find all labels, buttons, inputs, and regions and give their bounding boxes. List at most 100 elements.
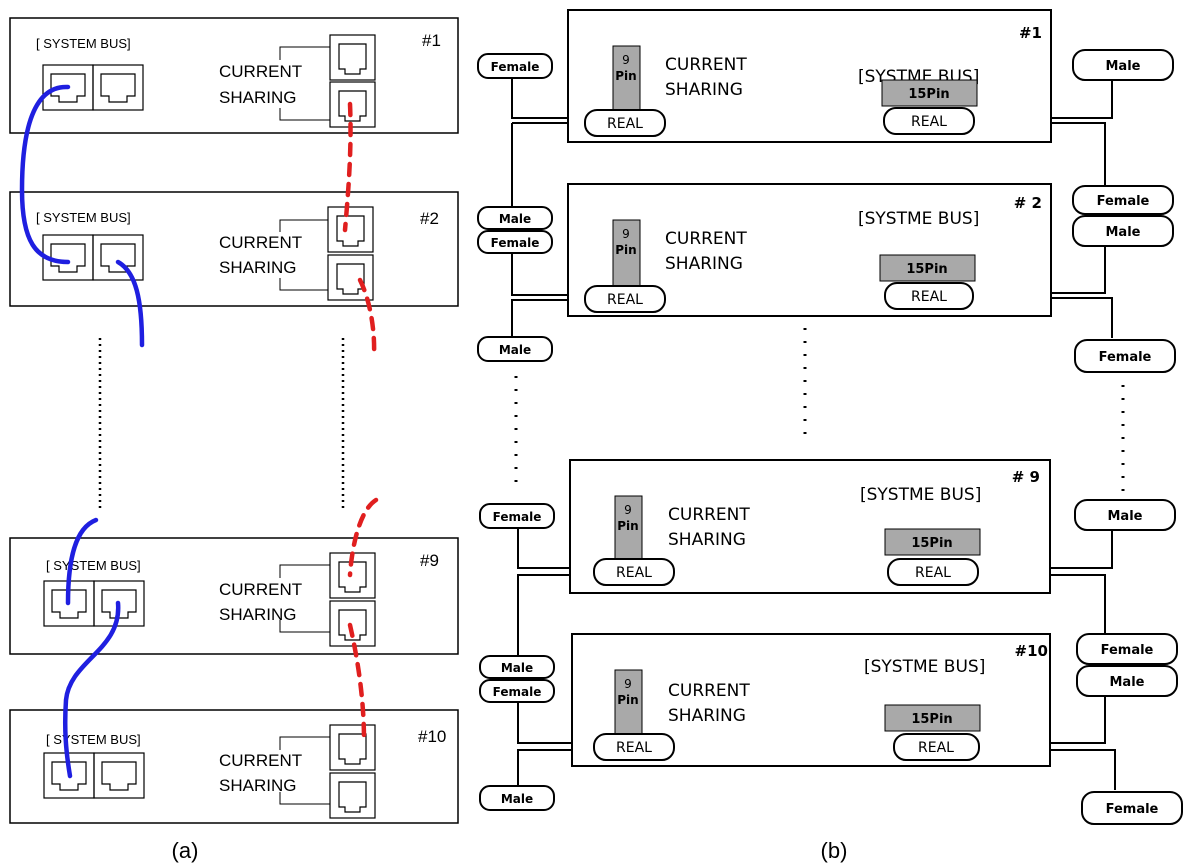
pin9-top: 9 [622, 227, 630, 241]
pin15-label: 15Pin [908, 87, 949, 102]
panel-b: 9 Pin CURRENT SHARING [SYSTME BUS] #1 15… [477, 9, 1183, 863]
connector-female [477, 230, 553, 254]
real-port-left [593, 733, 675, 761]
sharing-label: SHARING [219, 605, 296, 624]
real-label: REAL [616, 565, 652, 581]
connector-label: Female [1106, 802, 1159, 817]
left-connectors: Female Male Female Male Female Male Fema… [477, 53, 555, 811]
leader-line [279, 620, 330, 633]
connector-female [1074, 339, 1176, 373]
pin15-block [881, 79, 978, 107]
real-label: REAL [607, 292, 643, 308]
unit-number: # 2 [1014, 194, 1042, 212]
real-port-left [584, 109, 666, 137]
connector-label: Female [491, 60, 540, 74]
pin15-block [884, 704, 981, 732]
connector-label: Male [1108, 509, 1143, 524]
current-sharing-cable [347, 622, 367, 743]
system-bus-label: [ SYSTEM BUS] [36, 36, 131, 51]
pin15-block [884, 528, 981, 556]
unit-number: #10 [418, 727, 446, 746]
real-label: REAL [911, 289, 947, 305]
rj45-port-icon [92, 64, 144, 111]
leader-line [279, 108, 330, 121]
panel-caption: (b) [821, 838, 848, 863]
system-bus-label: [ SYSTEM BUS] [46, 732, 141, 747]
connector-male [477, 206, 553, 230]
system-bus-cable [19, 84, 71, 265]
unit-number: #10 [1015, 642, 1048, 660]
unit-9-chassis [9, 537, 459, 655]
pin15-label: 15Pin [911, 712, 952, 727]
pin9-top: 9 [624, 677, 632, 691]
connector-male [477, 336, 553, 362]
sharing-label: SHARING [219, 88, 296, 107]
rj45-port-icon [93, 580, 145, 627]
unit-number: #1 [1019, 24, 1042, 42]
system-bus-label: [ SYSTEM BUS] [36, 210, 131, 225]
pin9-bottom: Pin [617, 519, 638, 533]
connector-male [1076, 665, 1178, 697]
leader-line [279, 792, 330, 805]
unit-number: #1 [422, 31, 441, 50]
sharing-label: SHARING [668, 530, 746, 550]
leader-line [279, 736, 330, 750]
system-bus-cables [19, 84, 145, 779]
connector-female [479, 503, 555, 529]
connector-male [479, 785, 555, 811]
rj45-port-icon [329, 34, 376, 81]
continuation-dots [514, 328, 1125, 495]
panel-a: [ SYSTEM BUS] #1 CURRENT SHARING [ SYSTE… [9, 17, 459, 863]
connector-female [1076, 633, 1178, 665]
connector-label: Female [1101, 643, 1154, 658]
real-label: REAL [918, 740, 954, 756]
real-label: REAL [911, 114, 947, 130]
pin9-bottom: Pin [615, 69, 636, 83]
panel-a-unit-2: [ SYSTEM BUS] #2 CURRENT SHARING [9, 191, 459, 307]
system-bus-label: [SYSTME BUS] [864, 657, 985, 677]
system-bus-label: [SYSTME BUS] [858, 209, 979, 229]
connector-label: Male [1106, 59, 1141, 74]
current-label: CURRENT [668, 505, 750, 525]
system-bus-cable [62, 600, 121, 779]
panel-b-unit-9: 9 Pin CURRENT SHARING [SYSTME BUS] # 9 1… [569, 459, 1051, 594]
current-label: CURRENT [665, 229, 747, 249]
leader-line [279, 46, 330, 60]
connector-label: Male [501, 792, 533, 806]
connector-label: Male [501, 661, 533, 675]
connector-female [1072, 185, 1174, 215]
system-bus-label: [ SYSTEM BUS] [46, 558, 141, 573]
real-label: REAL [616, 740, 652, 756]
real-port-right [887, 558, 979, 586]
connector-label: Male [499, 343, 531, 357]
connector-label: Female [1099, 350, 1152, 365]
unit-10-chassis [9, 709, 459, 824]
panel-caption: (a) [172, 838, 199, 863]
rj45-port-icon [329, 724, 376, 771]
connector-male [1072, 215, 1174, 247]
connector-female [1081, 791, 1183, 825]
connector-male [479, 655, 555, 679]
sharing-label: SHARING [668, 706, 746, 726]
connector-label: Male [1110, 675, 1145, 690]
connector-female [479, 679, 555, 703]
real-label: REAL [607, 116, 643, 132]
panel-b-unit-2: 9 Pin CURRENT SHARING [SYSTME BUS] # 2 1… [567, 183, 1052, 317]
pin9-top: 9 [622, 53, 630, 67]
real-port-right [884, 282, 974, 310]
panel-b-unit-1: 9 Pin CURRENT SHARING [SYSTME BUS] #1 15… [567, 9, 1052, 143]
system-bus-label: [SYSTME BUS] [860, 485, 981, 505]
unit-number: #9 [420, 551, 439, 570]
rj45-port-icon [327, 254, 374, 301]
rj45-port-icon [93, 752, 145, 799]
leader-line [279, 278, 328, 291]
leader-line [279, 219, 328, 232]
current-label: CURRENT [219, 580, 302, 599]
connector-label: Male [499, 212, 531, 226]
current-sharing-cable [347, 497, 379, 578]
pin9-block [614, 495, 643, 565]
pin9-block [612, 219, 641, 289]
connector-male [1072, 49, 1174, 81]
system-bus-cable [115, 259, 145, 348]
